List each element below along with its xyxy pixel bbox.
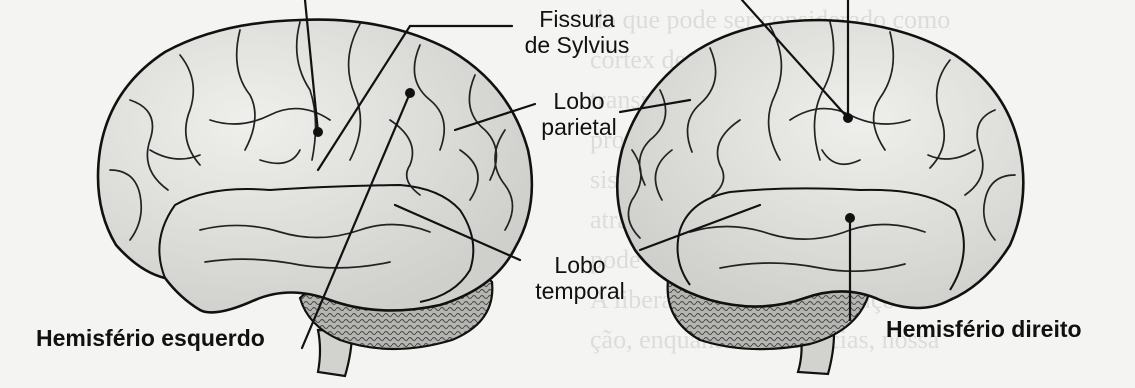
- pointer-dot-right-temporal: [845, 213, 855, 223]
- label-fissura-sylvius: Fissura de Sylvius: [512, 6, 642, 58]
- pointer-dot-fissura: [405, 88, 415, 98]
- label-parietal-line2: parietal: [520, 114, 638, 140]
- label-hemisferio-direito: Hemisfério direito: [886, 316, 1082, 342]
- label-temporal-line1: Lobo: [510, 252, 650, 278]
- pointer-dot-right-top: [843, 113, 853, 123]
- label-fissura-line2: de Sylvius: [512, 32, 642, 58]
- left-brain: [98, 20, 532, 376]
- pointer-dot-left-top: [313, 127, 323, 137]
- label-parietal-line1: Lobo: [520, 88, 638, 114]
- right-cerebrum: [617, 20, 1023, 308]
- left-cerebrum: [98, 20, 532, 313]
- label-temporal-line2: temporal: [510, 278, 650, 304]
- label-hemisferio-esquerdo: Hemisfério esquerdo: [36, 325, 265, 351]
- label-lobo-parietal: Lobo parietal: [520, 88, 638, 140]
- label-fissura-line1: Fissura: [512, 6, 642, 32]
- label-lobo-temporal: Lobo temporal: [510, 252, 650, 304]
